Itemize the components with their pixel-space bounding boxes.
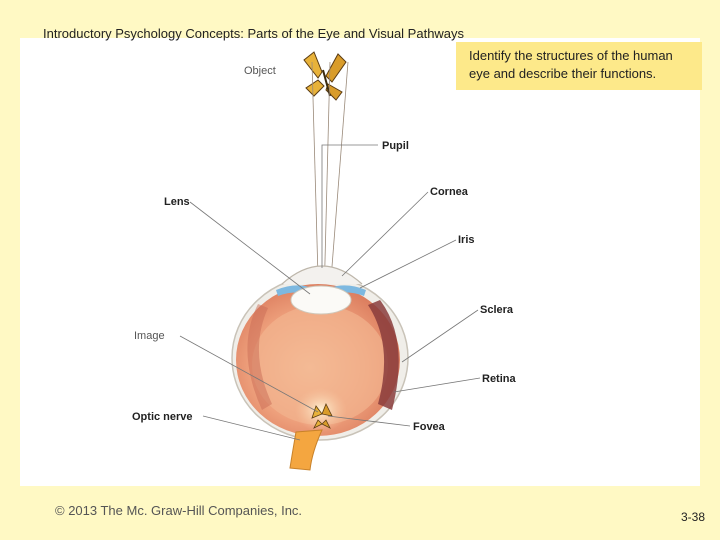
leader-lines xyxy=(179,144,481,441)
label-fovea: Fovea xyxy=(413,421,446,433)
copyright-text: © 2013 The Mc. Graw-Hill Companies, Inc. xyxy=(55,503,303,518)
label-object: Object xyxy=(244,65,276,77)
label-iris: Iris xyxy=(458,234,475,246)
label-pupil: Pupil xyxy=(382,140,409,152)
label-image: Image xyxy=(134,330,165,342)
object-butterfly-icon xyxy=(303,51,347,101)
optic-nerve-shape xyxy=(289,429,323,471)
objective-box: Identify the structures of the human eye… xyxy=(456,42,702,90)
image-butterfly-icon xyxy=(311,403,333,429)
label-sclera: Sclera xyxy=(480,304,514,316)
label-optic-nerve: Optic nerve xyxy=(132,411,193,423)
page-number: 3-38 xyxy=(681,510,706,524)
slide-title: Introductory Psychology Concepts: Parts … xyxy=(43,26,465,41)
eyeball xyxy=(231,265,409,441)
label-lens: Lens xyxy=(164,196,190,208)
label-cornea: Cornea xyxy=(430,186,469,198)
label-retina: Retina xyxy=(482,373,517,385)
